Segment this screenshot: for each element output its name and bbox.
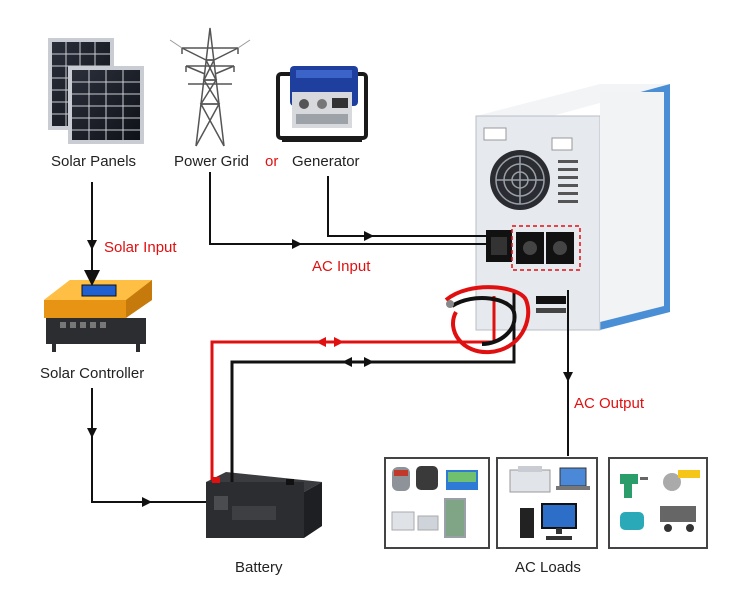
arrow-to-battery	[142, 497, 152, 507]
battery-label: Battery	[235, 559, 283, 576]
kitchen-appliances-icon	[384, 457, 490, 549]
negative-cable	[230, 290, 516, 482]
controller-to-battery-line	[91, 388, 206, 503]
generator-label: Generator	[292, 153, 360, 170]
solar-controller-label: Solar Controller	[40, 365, 145, 382]
arrow-grid	[292, 239, 302, 249]
grid-input-line	[209, 172, 486, 245]
arrow-negative-bidirectional	[342, 357, 374, 367]
flow-arrows	[87, 231, 573, 507]
solar-panels-label: Solar Panels	[51, 153, 137, 170]
solar-input-label: Solar Input	[104, 239, 177, 256]
power-tools-icon	[608, 457, 708, 549]
ac-output-label: AC Output	[574, 395, 645, 412]
battery-icon	[206, 472, 322, 538]
arrow-controller-down	[87, 428, 97, 438]
arrow-solar-input	[87, 240, 97, 250]
positive-cable	[210, 285, 531, 480]
or-label: or	[265, 153, 279, 170]
ac-input-label: AC Input	[312, 258, 371, 275]
power-grid-label: Power Grid	[174, 153, 250, 170]
generator-input-line	[327, 176, 486, 237]
inverter-icon	[475, 84, 670, 331]
ac-loads-label: AC Loads	[515, 559, 581, 576]
transmission-tower-icon	[169, 27, 251, 147]
arrow-generator	[364, 231, 374, 241]
solar-panel-icon	[48, 38, 144, 144]
generator-icon	[276, 66, 368, 142]
charge-controller-icon	[44, 280, 152, 352]
arrow-ac-output	[563, 372, 573, 382]
office-electronics-icon	[496, 457, 598, 549]
